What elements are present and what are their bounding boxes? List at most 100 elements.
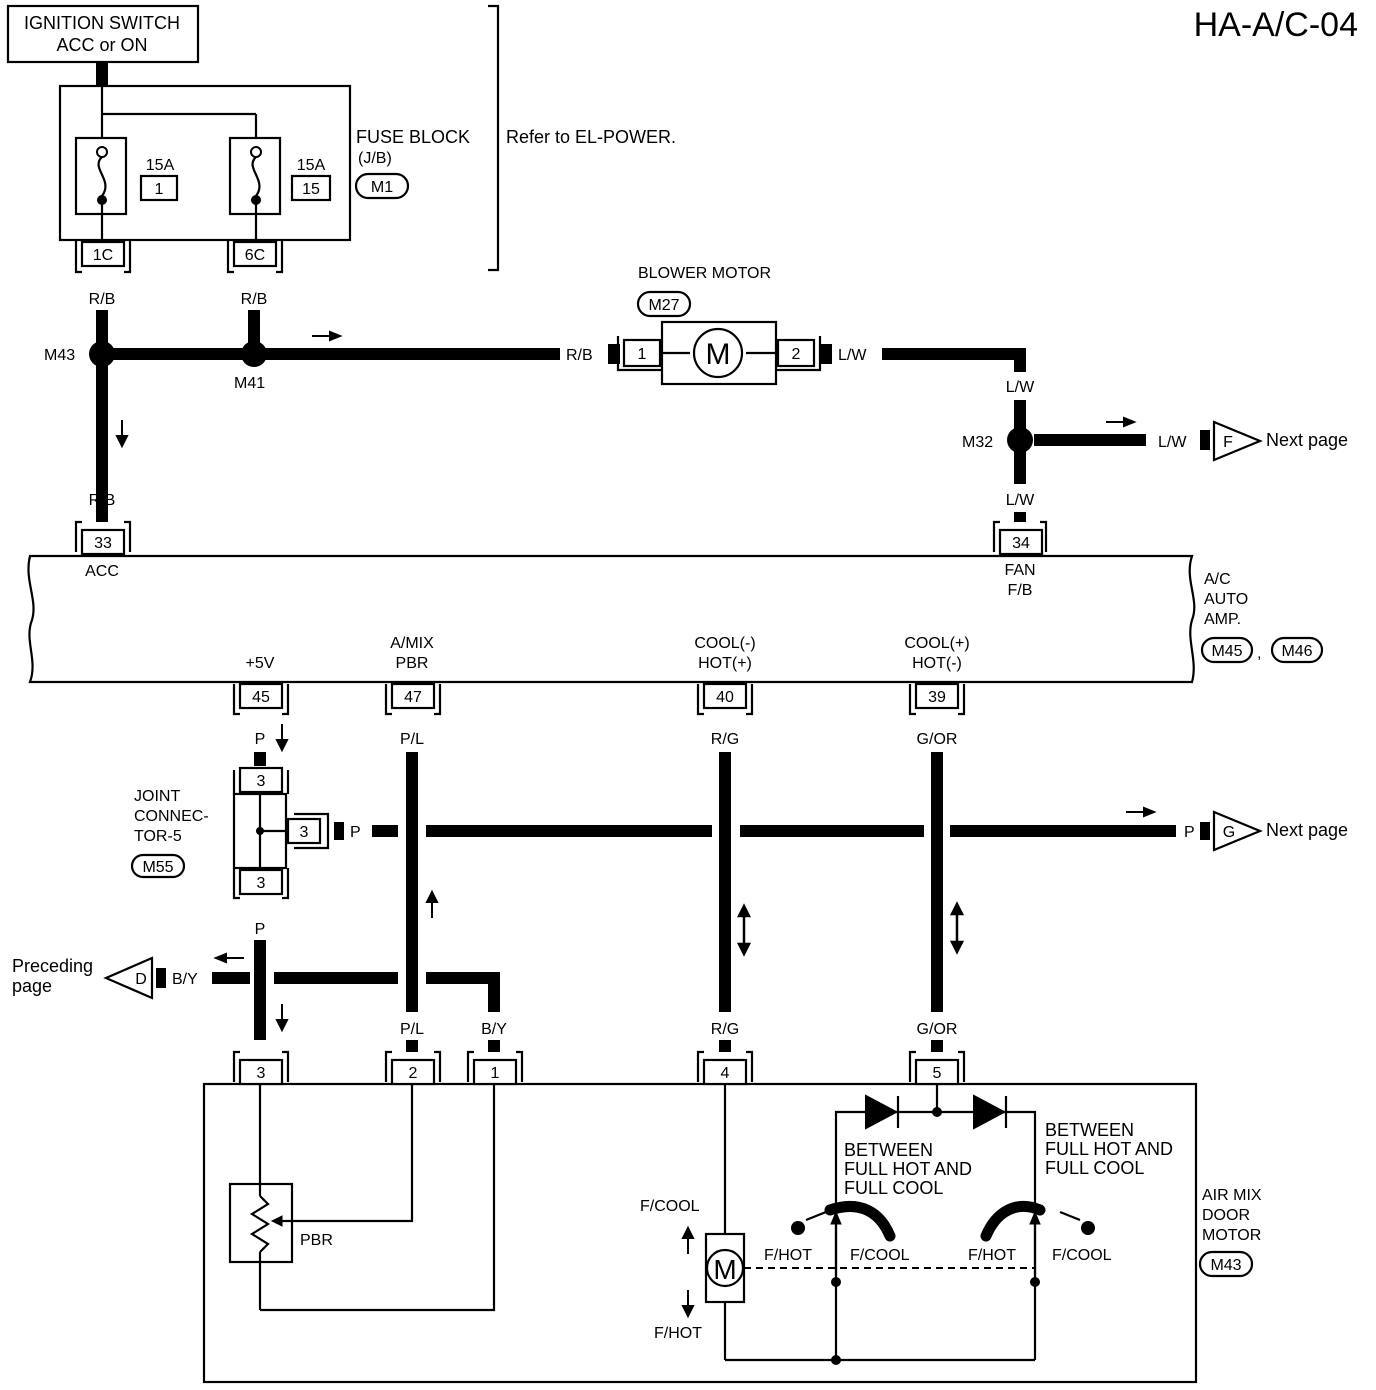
refer-el-power: Refer to EL-POWER.	[506, 127, 676, 147]
junction-m43-label: M43	[44, 347, 75, 364]
preceding-page-d-marker	[103, 956, 154, 1000]
auto-amp-connector-separator: ,	[1257, 645, 1261, 662]
wire-label-p-1: P	[255, 731, 266, 748]
joint-connector-pin-top: 3	[257, 773, 266, 790]
joint-connector-connector: M55	[142, 859, 173, 876]
preceding-page-d-letter: D	[135, 971, 147, 988]
arrow-right-icon	[1106, 416, 1137, 428]
auto-amp-hot-neg-label: HOT(-)	[912, 655, 962, 672]
next-page-f-text: Next page	[1266, 430, 1348, 450]
auto-amp-pin-47-block	[384, 682, 442, 716]
auto-amp-pin-40-block	[696, 682, 754, 716]
fuse-terminal-1c: 1C	[93, 247, 113, 264]
auto-amp-amix-label: A/MIX	[390, 635, 434, 652]
fuse-15-number: 15	[302, 181, 320, 198]
joint-connector-badge	[130, 853, 186, 879]
arrow-down-icon	[115, 420, 129, 449]
air-mix-label-2: DOOR	[1202, 1207, 1250, 1224]
between2-line3: FULL COOL	[1045, 1158, 1144, 1178]
auto-amp-pin-45: 45	[252, 689, 270, 706]
air-mix-motor-body	[202, 1082, 1198, 1384]
fuse-1-number: 1	[155, 181, 164, 198]
air-mix-motor-symbol: M	[713, 1254, 736, 1285]
wire-label-p-3: P	[1184, 824, 1195, 841]
auto-amp-acc-label: ACC	[85, 563, 119, 580]
page-title: HA-A/C-04	[1194, 6, 1358, 44]
joint-connector-label-3: TOR-5	[134, 828, 182, 845]
switch-arrow-icon	[1029, 1210, 1041, 1225]
wire-label-p-4: P	[255, 921, 266, 938]
wire-label-rb-1: R/B	[89, 291, 116, 308]
fuse-block-bracket	[488, 4, 500, 272]
preceding-page-line1: Preceding	[12, 956, 93, 976]
fuse-block-connector: M1	[371, 179, 393, 196]
joint-connector-label-1: JOINT	[134, 788, 180, 805]
auto-amp-connector-m45: M45	[1211, 643, 1242, 660]
fuse-15-amp: 15A	[297, 157, 326, 174]
joint-connector-label-2: CONNEC-	[134, 808, 209, 825]
wire-label-gor-1: G/OR	[917, 731, 958, 748]
arrow-down-icon	[681, 1290, 695, 1319]
fuse-block-jb: (J/B)	[358, 150, 392, 167]
air-mix-pin-2: 2	[409, 1065, 418, 1082]
arrow-up-icon	[681, 1225, 695, 1254]
arrow-updown-icon	[736, 903, 752, 957]
between1-line1: BETWEEN	[844, 1140, 933, 1160]
air-mix-pin-1: 1	[491, 1065, 500, 1082]
auto-amp-label-1: A/C	[1204, 571, 1231, 588]
wire-label-by-1: B/Y	[172, 971, 198, 988]
arrow-left-icon	[213, 952, 244, 964]
auto-amp-5v-label: +5V	[246, 655, 275, 672]
diode-right-icon	[973, 1094, 1007, 1130]
air-mix-label-3: MOTOR	[1202, 1227, 1261, 1244]
arrow-right-icon	[1126, 806, 1157, 818]
junction-m43	[89, 341, 115, 367]
auto-amp-pin-47: 47	[404, 689, 422, 706]
wire-label-pl-2: P/L	[400, 1021, 424, 1038]
between1-line2: FULL HOT AND	[844, 1159, 972, 1179]
ignition-switch-line1: IGNITION SWITCH	[24, 13, 180, 33]
junction-m32	[1007, 427, 1033, 453]
next-page-f-letter: F	[1223, 434, 1233, 451]
wire-label-p-2: P	[350, 824, 361, 841]
joint-connector-pin-side: 3	[300, 824, 309, 841]
junction-m41	[241, 341, 267, 367]
next-page-g-text: Next page	[1266, 820, 1348, 840]
joint-connector-pin-bottom: 3	[257, 875, 266, 892]
wire-label-rb-4: R/B	[89, 492, 116, 509]
fuse-block: 15A 1 15A 15	[58, 84, 352, 242]
wire-label-lw-1: L/W	[838, 347, 867, 364]
junction-m32-label: M32	[962, 434, 993, 451]
next-page-g-letter: G	[1223, 824, 1235, 841]
fuse-1-amp: 15A	[146, 157, 175, 174]
blower-motor-connector: M27	[648, 297, 679, 314]
wire-label-lw-4: L/W	[1006, 492, 1035, 509]
auto-amp-fan-label: FAN	[1004, 562, 1035, 579]
auto-amp-pin-39-block	[908, 682, 966, 716]
ignition-switch: IGNITION SWITCH ACC or ON	[6, 4, 200, 64]
switch-right-cool: F/COOL	[1052, 1247, 1112, 1264]
between1-line3: FULL COOL	[844, 1178, 943, 1198]
wire-label-by-2: B/Y	[481, 1021, 507, 1038]
auto-amp-pbr-label: PBR	[396, 655, 429, 672]
air-mix-pin-5-block	[908, 1050, 966, 1086]
auto-amp-pin-39: 39	[928, 689, 946, 706]
auto-amp-pin-45-block	[232, 682, 290, 716]
auto-amp-label-2: AUTO	[1204, 591, 1248, 608]
fuse-block-connector-badge	[354, 172, 410, 200]
between2-line2: FULL HOT AND	[1045, 1139, 1173, 1159]
wire-label-gor-2: G/OR	[917, 1021, 958, 1038]
switch-left-cool: F/COOL	[850, 1247, 910, 1264]
between2-line1: BETWEEN	[1045, 1120, 1134, 1140]
air-mix-f-cool-label: F/COOL	[640, 1198, 700, 1215]
blower-motor-pin-2: 2	[792, 346, 801, 363]
wire-label-rb-3: R/B	[566, 347, 593, 364]
air-mix-connector-badge	[1198, 1250, 1254, 1278]
switch-right-hot: F/HOT	[968, 1247, 1016, 1264]
auto-amp-cool-neg-label: COOL(-)	[694, 635, 755, 652]
auto-amp-pin-33: 33	[94, 535, 112, 552]
auto-amp-pin-34: 34	[1012, 535, 1030, 552]
arrow-updown-icon	[949, 901, 965, 955]
arrow-right-icon	[312, 330, 343, 342]
